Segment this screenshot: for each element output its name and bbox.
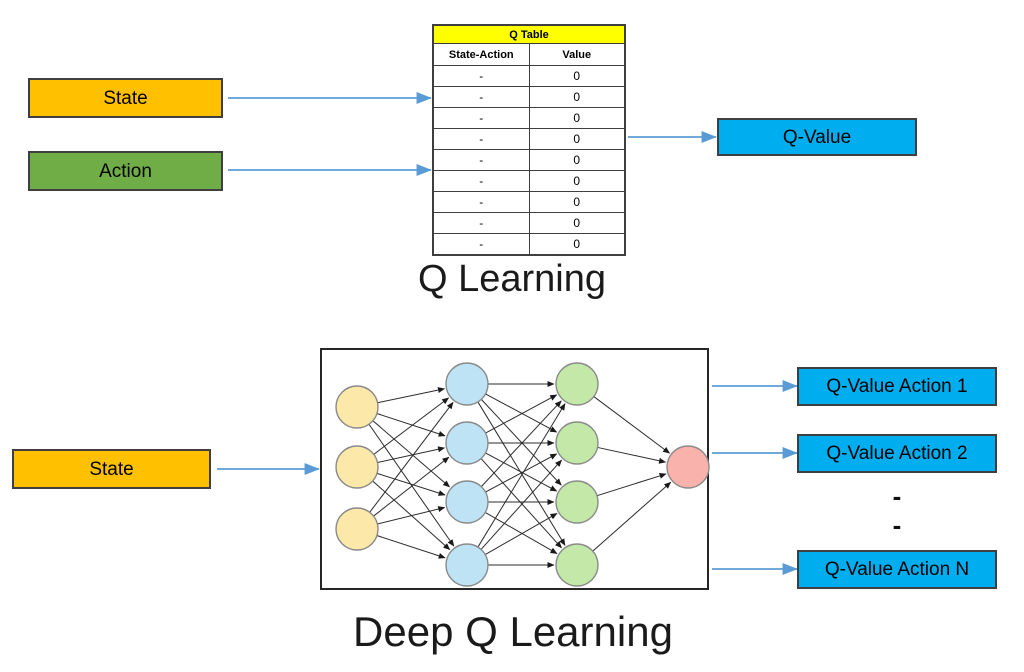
q-table-cell-value: 0 [528, 128, 626, 150]
q-table-row: -0 [432, 233, 626, 256]
qvalue-action-box-1[interactable]: Q-Value Action 1 [797, 367, 997, 406]
neural-network-edge [597, 446, 667, 464]
neural-network-edge [372, 420, 450, 488]
neural-network-edge [477, 403, 566, 548]
qvalue-action-box-2[interactable]: Q-Value Action 2 [797, 434, 997, 473]
neuron-node-hidden-layer-1-4 [445, 543, 489, 587]
q-table-cell-value: 0 [528, 65, 626, 87]
q-table-cell-value: 0 [528, 107, 626, 129]
q-learning-section-title: Q Learning [417, 258, 606, 300]
state-box-deep-q-learning[interactable]: State [12, 449, 211, 489]
neural-network-edge [485, 453, 558, 493]
neural-network-edge [368, 423, 455, 547]
neural-network-edge [593, 396, 670, 454]
q-table-cell-state-action: - [432, 233, 530, 256]
neural-network-edge [480, 458, 562, 549]
neural-network-edge [592, 481, 672, 552]
q-table-cell-value: 0 [528, 86, 626, 108]
qvalue-box-label: Q-Value [782, 126, 852, 148]
neuron-node-hidden-layer-1-3 [445, 480, 489, 524]
neural-network-edge [485, 452, 558, 492]
neural-network-edge [484, 512, 558, 555]
state-box-deep-q-learning-label: State [89, 458, 134, 480]
q-table-cell-state-action: - [432, 191, 530, 213]
neuron-node-input-layer-1 [335, 385, 379, 429]
q-table-title-row: Q Table [432, 24, 626, 44]
neural-network-edge [480, 400, 562, 487]
action-box-q-learning-label: Action [99, 160, 152, 182]
neural-network-edge [477, 401, 566, 546]
ellipsis-dash-2: - [892, 510, 902, 540]
q-table-cell-value: 0 [528, 233, 626, 256]
neuron-node-output-layer-1 [666, 445, 710, 489]
neural-network-edge [377, 446, 446, 464]
neuron-node-hidden-layer-1-2 [445, 421, 489, 465]
neuron-node-hidden-layer-2-3 [555, 480, 599, 524]
neural-network-edge [377, 506, 446, 525]
q-table-row: -0 [432, 212, 626, 234]
neural-network-graph [335, 362, 710, 587]
q-table-cell-value: 0 [528, 212, 626, 234]
neural-network-edge [376, 535, 446, 559]
neural-network-edge [484, 512, 558, 555]
neuron-node-hidden-layer-2-1 [555, 362, 599, 406]
neural-network-edge [377, 387, 445, 404]
q-table-cell-state-action: - [432, 149, 530, 171]
neural-network-frame [320, 348, 710, 590]
q-table: Q Table State-Action Value -0-0-0-0-0-0-… [432, 24, 626, 256]
neural-network-edge [596, 473, 667, 497]
q-table-row: -0 [432, 170, 626, 192]
q-table-row: -0 [432, 191, 626, 213]
qvalue-action-box-2-label: Q-Value Action 2 [826, 443, 968, 464]
q-table-cell-state-action: - [432, 128, 530, 150]
qvalue-action-box-n[interactable]: Q-Value Action N [797, 550, 997, 589]
q-table-head: Q Table State-Action Value [432, 24, 626, 66]
neuron-node-hidden-layer-1-1 [445, 362, 489, 406]
q-table-row: -0 [432, 107, 626, 129]
q-table-cell-state-action: - [432, 107, 530, 129]
qvalue-action-box-1-label: Q-Value Action 1 [826, 376, 968, 397]
neural-network-edge [369, 401, 454, 513]
qvalue-box[interactable]: Q-Value [717, 118, 917, 156]
q-table-row: -0 [432, 65, 626, 87]
q-table-row: -0 [432, 149, 626, 171]
neural-network-edge [376, 472, 446, 496]
q-table-cell-value: 0 [528, 191, 626, 213]
q-table-row: -0 [432, 128, 626, 150]
q-table-col-value: Value [528, 43, 626, 66]
neuron-node-input-layer-2 [335, 445, 379, 489]
neuron-node-input-layer-3 [335, 507, 379, 551]
q-table-cell-value: 0 [528, 149, 626, 171]
q-table-cell-state-action: - [432, 170, 530, 192]
neural-network-edge [373, 456, 450, 517]
ellipsis-dash-1: - [892, 481, 902, 511]
neural-network-edge [373, 397, 450, 455]
neural-network-edge [480, 459, 562, 550]
neural-network-edge [485, 394, 558, 434]
action-box-q-learning[interactable]: Action [28, 151, 223, 191]
q-table-body: -0-0-0-0-0-0-0-0-0 [432, 65, 626, 256]
q-table-title: Q Table [432, 24, 626, 44]
neural-network-edge [376, 413, 446, 437]
qvalue-action-box-n-label: Q-Value Action N [824, 559, 970, 580]
neuron-node-hidden-layer-2-4 [555, 543, 599, 587]
deep-q-learning-section-title: Deep Q Learning [353, 608, 673, 655]
neural-network-edge [480, 399, 562, 486]
state-box-q-learning[interactable]: State [28, 78, 223, 118]
q-table-row: -0 [432, 86, 626, 108]
neural-network-edge [485, 393, 558, 433]
state-box-q-learning-label: State [103, 87, 148, 109]
q-table-cell-state-action: - [432, 212, 530, 234]
q-table-col-state-action: State-Action [432, 43, 530, 66]
q-table-cell-state-action: - [432, 65, 530, 87]
q-table-cell-state-action: - [432, 86, 530, 108]
neuron-node-hidden-layer-2-2 [555, 421, 599, 465]
q-table-cell-value: 0 [528, 170, 626, 192]
q-table-column-header-row: State-Action Value [432, 43, 626, 66]
neural-network-edges [368, 381, 672, 568]
neural-network-nodes [335, 362, 710, 587]
